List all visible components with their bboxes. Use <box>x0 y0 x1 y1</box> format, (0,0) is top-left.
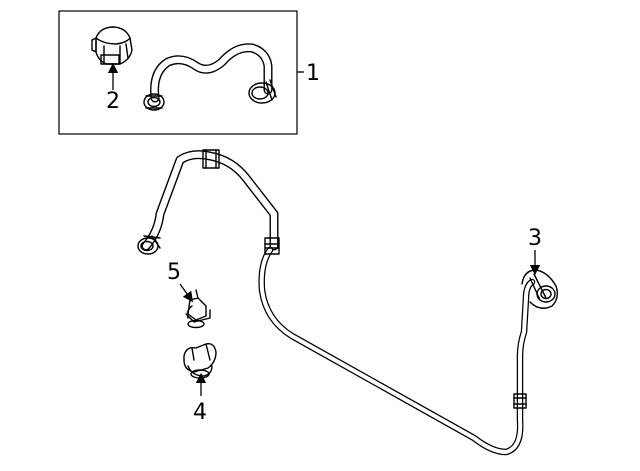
callout-2: 2 <box>106 89 120 114</box>
callout-5: 5 <box>167 260 181 285</box>
part-1-hose[interactable] <box>143 43 277 111</box>
inset-box <box>58 10 298 135</box>
part-4-clip[interactable] <box>183 342 217 379</box>
callout-1: 1 <box>306 61 320 86</box>
part-5-clip[interactable] <box>185 289 211 329</box>
callout-4: 4 <box>193 400 207 425</box>
leader-5 <box>179 283 194 303</box>
main-hose-assembly[interactable] <box>137 149 559 456</box>
callout-3: 3 <box>528 226 542 251</box>
part-2-connector[interactable] <box>91 26 133 65</box>
